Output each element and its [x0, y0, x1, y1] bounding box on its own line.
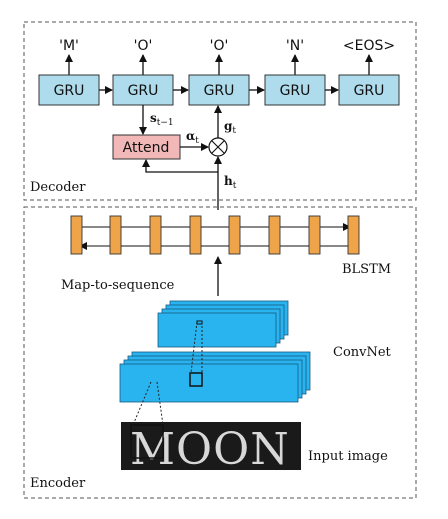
- output-token-2: 'O': [134, 38, 153, 54]
- gru-cell-label: GRU: [204, 83, 235, 99]
- output-token-1: 'M': [59, 38, 79, 54]
- features-label: ht: [224, 174, 237, 191]
- gru-cell-label: GRU: [128, 83, 159, 99]
- input-image-label: Input image: [308, 449, 388, 464]
- attend-block: Attend: [112, 134, 181, 160]
- attend-label: Attend: [123, 140, 170, 156]
- gru-cell-label: GRU: [280, 83, 311, 99]
- blstm-cells: [70, 215, 360, 255]
- gru-cell-label: GRU: [354, 83, 385, 99]
- map-to-sequence-label: Map-to-sequence: [61, 278, 175, 293]
- convnet-lower-stack: [119, 351, 311, 403]
- convnet-label: ConvNet: [333, 345, 392, 360]
- decoder-frame: [23, 21, 417, 201]
- input-image: MOON: [121, 422, 301, 475]
- state-label: st−1: [150, 111, 174, 128]
- feature-feed-arrows: [142, 156, 222, 210]
- blstm-label: BLSTM: [342, 262, 391, 277]
- alpha-label: αt: [186, 129, 199, 146]
- encoder-frame: [23, 206, 417, 499]
- output-token-4: 'N': [286, 38, 304, 54]
- receptive-field-box-upper: [196, 320, 203, 325]
- receptive-field-box-lower: [189, 372, 203, 387]
- gru-cell-1: GRU: [38, 74, 100, 106]
- blstm-connections: [79, 223, 351, 250]
- gru-cell-5: GRU: [338, 74, 400, 106]
- encoder-label: Encoder: [30, 476, 86, 491]
- receptive-field-lines: [132, 321, 203, 426]
- input-image-word: MOON: [130, 424, 290, 475]
- gru-cell-2: GRU: [112, 74, 174, 106]
- output-token-5: <EOS>: [343, 38, 395, 54]
- gru-cell-label: GRU: [54, 83, 85, 99]
- decoder-label: Decoder: [30, 180, 86, 195]
- convnet-upper-stack: [157, 300, 289, 348]
- output-token-3: 'O': [210, 38, 229, 54]
- context-label: gt: [224, 119, 236, 136]
- gru-cell-3: GRU: [188, 74, 250, 106]
- gru-cell-4: GRU: [264, 74, 326, 106]
- combine-operator: [208, 137, 228, 157]
